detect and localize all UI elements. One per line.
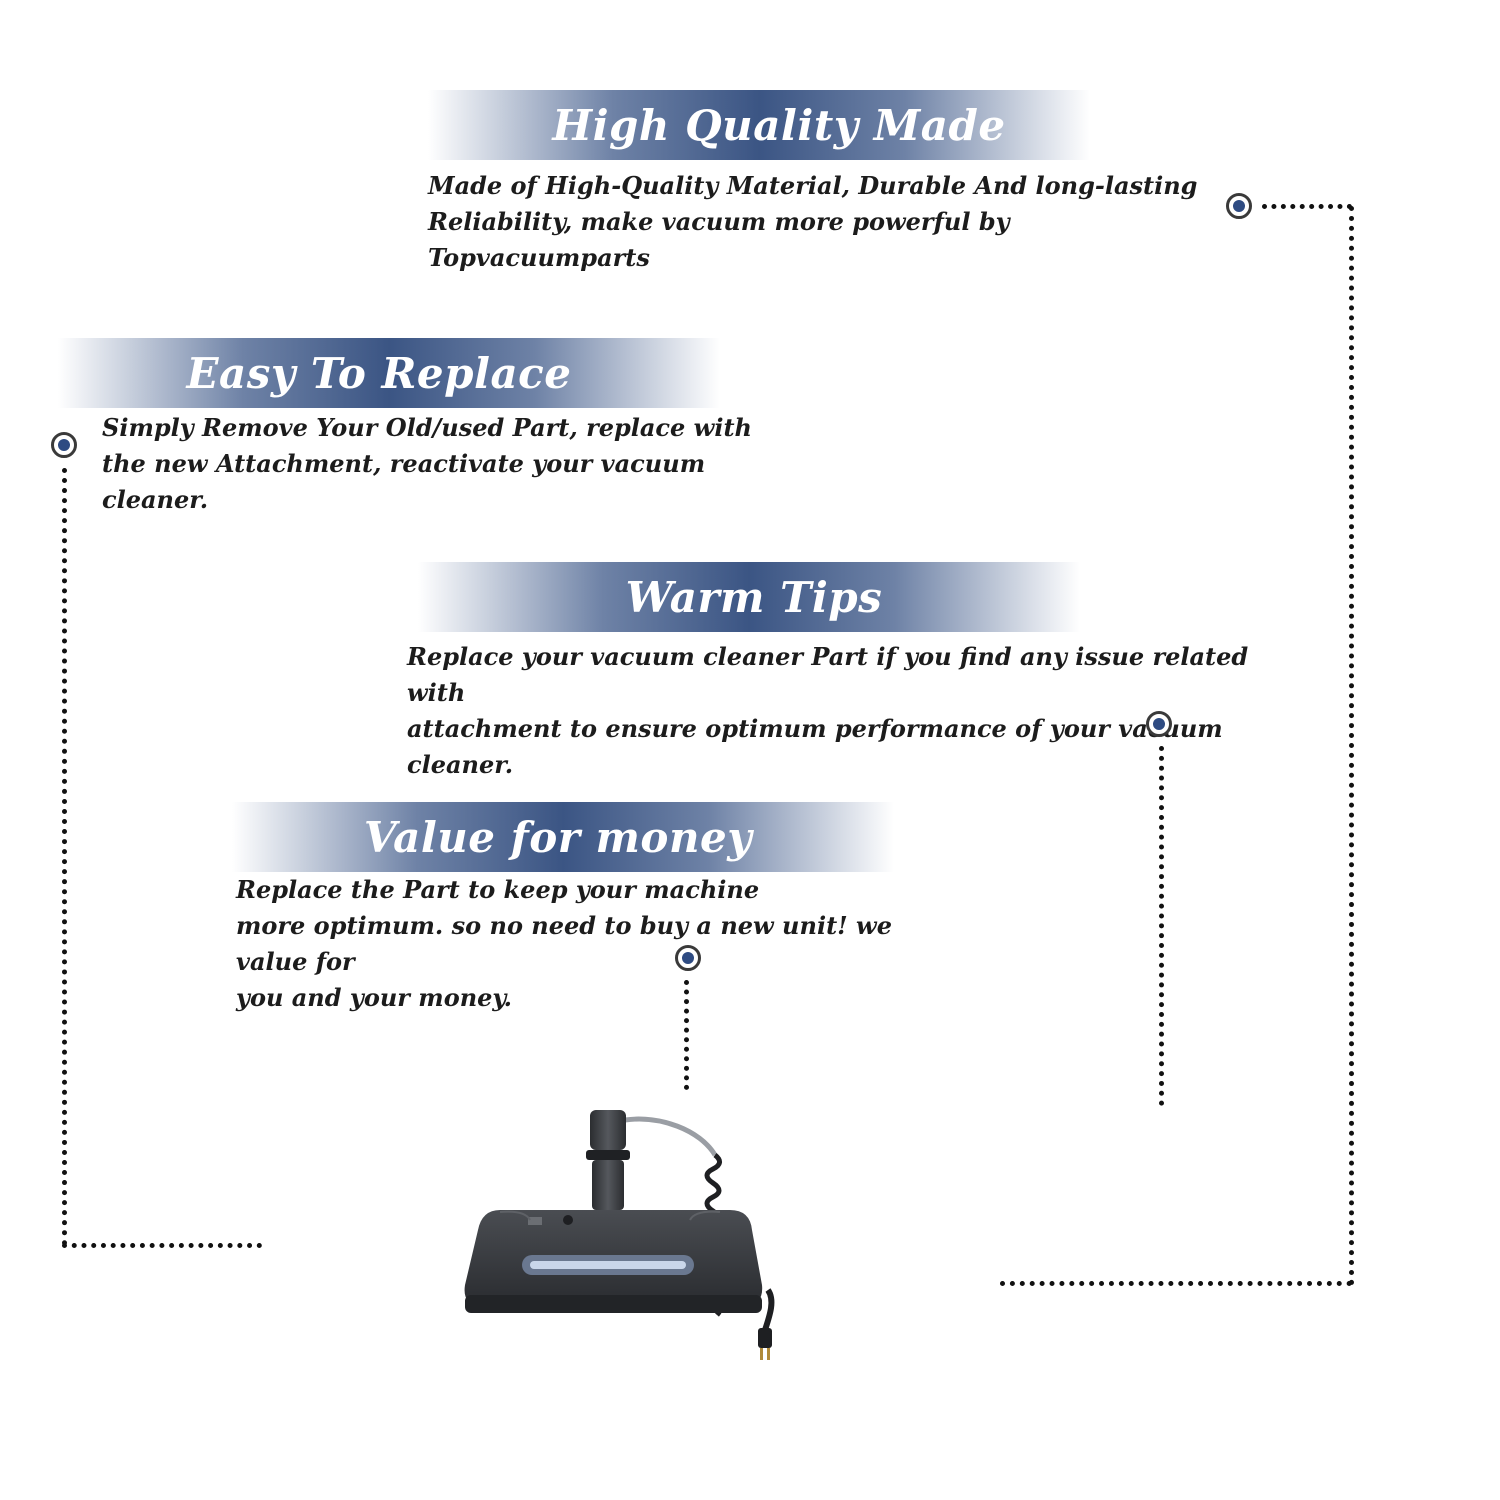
target-dot-icon: [1146, 711, 1172, 737]
power-nozzle-image: [464, 1110, 775, 1360]
connector-left-vertical: [62, 468, 67, 1246]
description-warm-tips: Replace your vacuum cleaner Part if you …: [407, 642, 1249, 779]
connector-bottom-left-horizontal: [62, 1243, 262, 1248]
banner-title-easy-replace: Easy To Replace: [186, 348, 572, 398]
target-dot-icon: [51, 432, 77, 458]
banner-title-warm-tips: Warm Tips: [625, 572, 883, 622]
description-value-money: Replace the Part to keep your machine mo…: [236, 875, 892, 1012]
banner-easy-replace: Easy To Replace: [58, 338, 720, 408]
banner-value-money: Value for money: [232, 802, 894, 872]
target-dot-icon: [1226, 193, 1252, 219]
banner-title-value-money: Value for money: [363, 812, 753, 862]
description-easy-replace: Simply Remove Your Old/used Part, replac…: [102, 413, 752, 514]
banner-warm-tips: Warm Tips: [418, 562, 1080, 632]
connector-bottom-right-horizontal: [1000, 1281, 1352, 1286]
banner-high-quality: High Quality Made: [428, 90, 1090, 160]
banner-title-high-quality: High Quality Made: [552, 100, 1006, 150]
connector-right-vertical: [1349, 206, 1354, 1286]
description-high-quality: Made of High-Quality Material, Durable A…: [428, 171, 1198, 272]
target-dot-icon: [675, 945, 701, 971]
connector-warm-tips-vertical: [1159, 746, 1164, 1106]
connector-top-right-horizontal: [1262, 204, 1352, 209]
connector-value-money-vertical: [684, 980, 689, 1090]
